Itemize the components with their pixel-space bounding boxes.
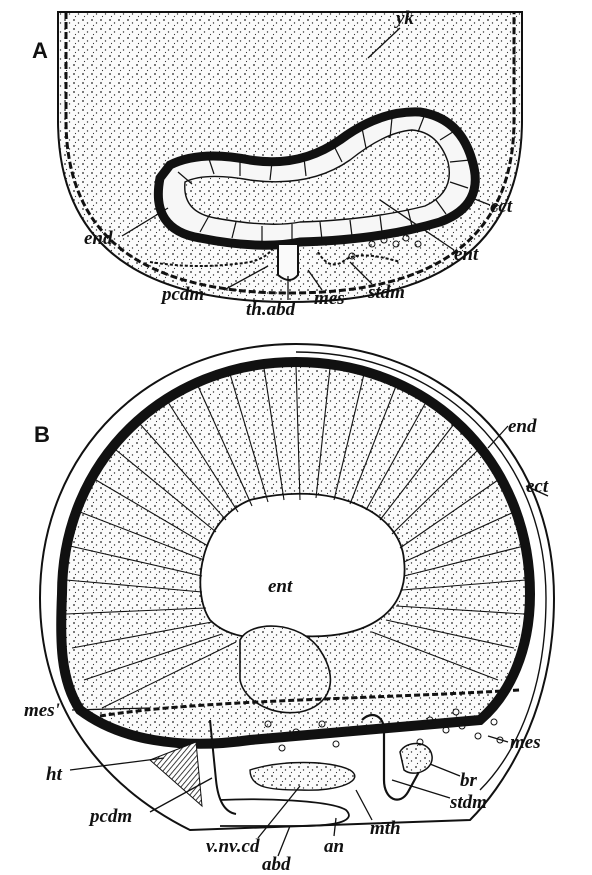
panel-b-label-ht: ht (46, 764, 63, 785)
panel-b-label-ect: ect (526, 476, 549, 497)
panel-a-label-ect: ect (490, 196, 513, 217)
panel-a-label-pcdm: pcdm (160, 284, 204, 305)
panel-a-label-ent: ent (454, 244, 479, 265)
panel-a-label-th-abd: th.abd (246, 299, 296, 320)
panel-b-label-mes-prime: mes' (24, 700, 60, 721)
panel-b-enteron-cavity (200, 494, 404, 638)
panel-b-brain (400, 743, 432, 773)
panel-b-label-ent: ent (268, 576, 293, 597)
panel-b-label-mth: mth (370, 818, 401, 839)
panel-b-label-v-nv-cd: v.nv.cd (206, 836, 260, 857)
panel-a-thoracic-abdominal-fold (278, 245, 298, 280)
panel-b-label-mes: mes (510, 732, 541, 753)
panel-b-ventral-nerve-cord (250, 763, 355, 791)
panel-a-label-mes: mes (314, 288, 345, 309)
panel-b-label-br: br (460, 770, 478, 791)
panel-a-label-end: end (84, 228, 113, 249)
panel-a: A (32, 8, 522, 320)
panel-b-label-abd: abd (262, 854, 291, 875)
panel-a-label: A (32, 38, 48, 63)
panel-b-leader-abd (278, 826, 290, 856)
panel-b-label-end: end (508, 416, 537, 437)
panel-b: B (24, 344, 554, 875)
panel-b-label: B (34, 422, 50, 447)
panel-a-label-stdm: stdm (367, 282, 405, 303)
panel-b-label-an: an (324, 836, 344, 857)
panel-a-label-yk: yk (394, 8, 414, 29)
panel-b-label-pcdm: pcdm (88, 806, 132, 827)
panel-b-label-stdm: stdm (449, 792, 487, 813)
